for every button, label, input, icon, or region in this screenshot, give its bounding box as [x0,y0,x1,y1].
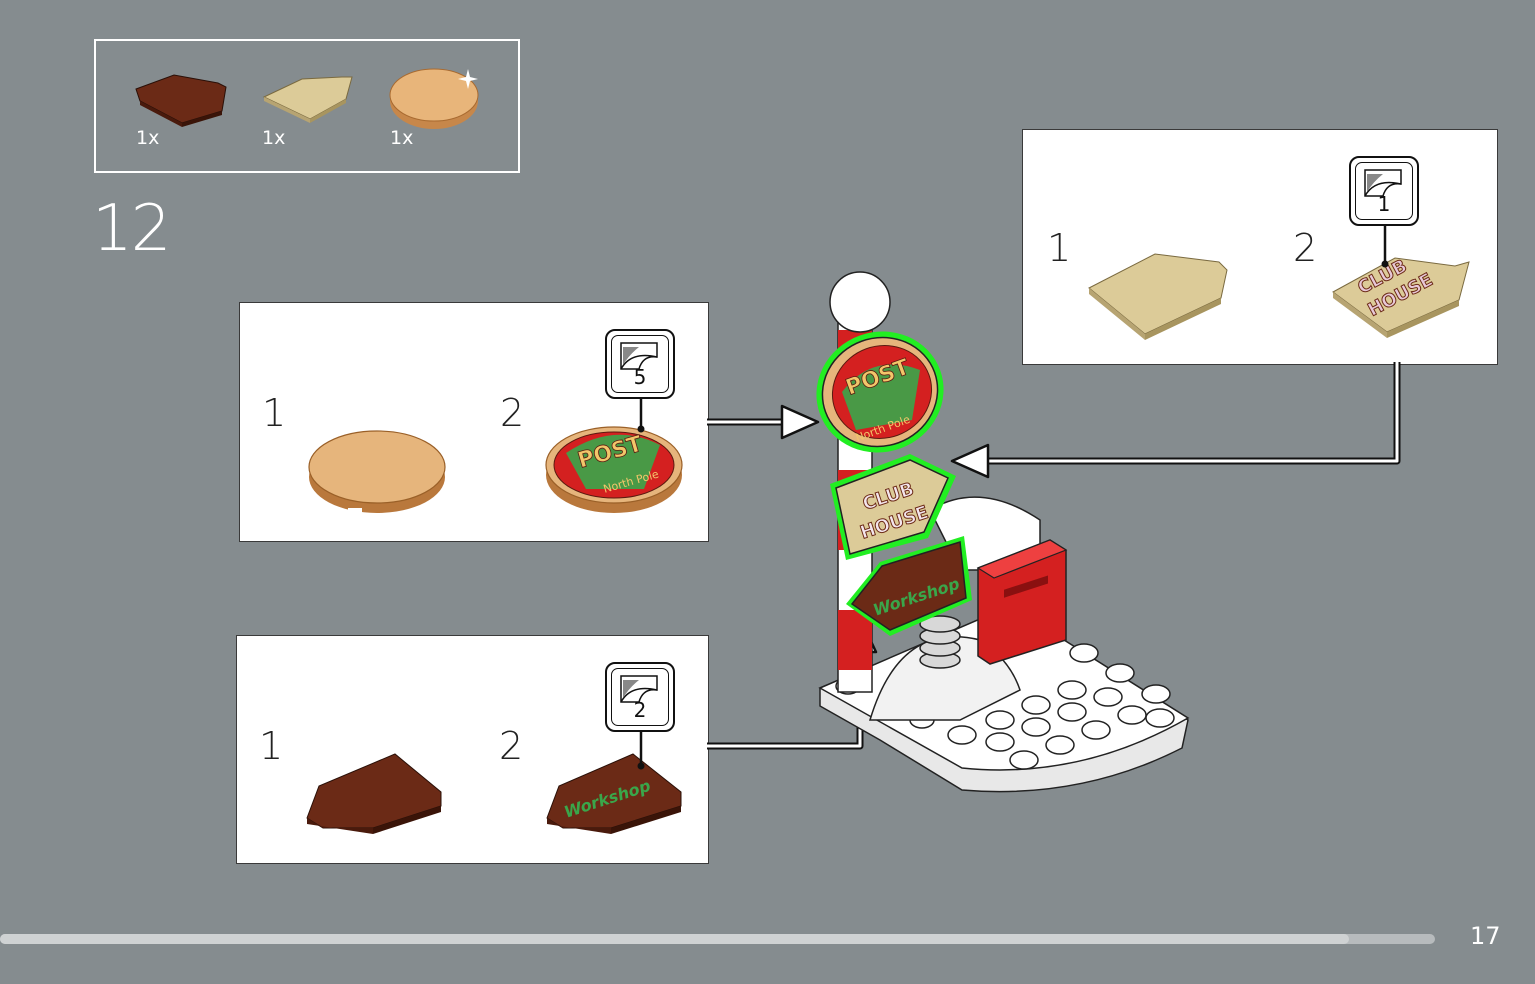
substep-number: 1 [262,391,287,435]
substep-number: 2 [1293,226,1318,270]
post-sign-callout: 1 2 POST North Pole 5 [239,302,709,542]
sticker-number: 2 [633,698,647,722]
arrow-head [780,404,820,440]
striped-pole [829,271,891,693]
substep-number: 2 [500,391,525,435]
post-sign-subtitle: North Pole [854,413,912,445]
sticker-icon [620,342,658,370]
workshop-sticker-tile-icon: Workshop [546,753,682,834]
substep-number: 1 [1047,226,1072,270]
step-number: 12 [92,192,171,266]
tan-tile-icon [262,76,353,123]
substep-number: 1 [259,724,284,768]
workshop-sign-on-model: Workshop [846,536,972,636]
workshop-sign-label: Workshop [871,574,962,620]
post-sticker-tile-icon: POST North Pole [545,426,683,513]
clubhouse-sticker-tile-icon: CLUB HOUSE [1332,255,1470,338]
club-callout-graphics: CLUB HOUSE [1088,226,1470,340]
workshop-sign-callout: 1 2 Workshop 2 [236,635,709,864]
part-quantity: 1x [390,127,414,149]
sticker-icon [620,675,658,703]
post-sign-on-model: POST North Pole [816,331,944,453]
white-base-plate [818,605,1190,793]
part-quantity: 1x [136,127,160,149]
progress-bar [0,934,1349,944]
substep-number: 2 [499,724,524,768]
base-studs [835,643,1175,770]
workshop-callout-graphics: Workshop [306,728,682,834]
reddish-brown-tile-icon [306,753,442,834]
clubhouse-sign-callout: 1 2 CLUB HOUSE 1 [1022,129,1498,365]
part-quantity: 1x [262,127,286,149]
clubhouse-sign-line1: CLUB [860,479,916,515]
gold-round-tile-icon [308,430,446,513]
arrow-head [950,443,990,479]
spring [919,615,961,669]
red-mailbox [976,539,1068,665]
progress-track [0,934,1435,944]
arrow-head [842,616,878,654]
page-number: 17 [1470,922,1501,950]
clubhouse-sign-on-model: CLUB HOUSE [830,454,956,560]
assembly-arrows [707,362,1401,750]
pearl-gold-round-tile-icon [389,68,479,129]
sticker-callout: 2 [605,662,675,732]
post-callout-graphics: POST North Pole [308,399,683,513]
clubhouse-sign-line2: HOUSE [858,502,931,544]
tan-tile-icon [1088,253,1228,340]
sticker-number: 1 [1377,192,1391,216]
sticker-icon [1364,169,1402,197]
parts-list: 1x 1x 1x [94,39,520,173]
sticker-callout: 5 [605,329,675,399]
parts-list-graphics [135,68,479,129]
post-sign-label: POST [843,355,913,401]
sticker-number: 5 [633,365,647,389]
sticker-callout: 1 [1349,156,1419,226]
reddish-brown-tile-icon [135,74,227,127]
